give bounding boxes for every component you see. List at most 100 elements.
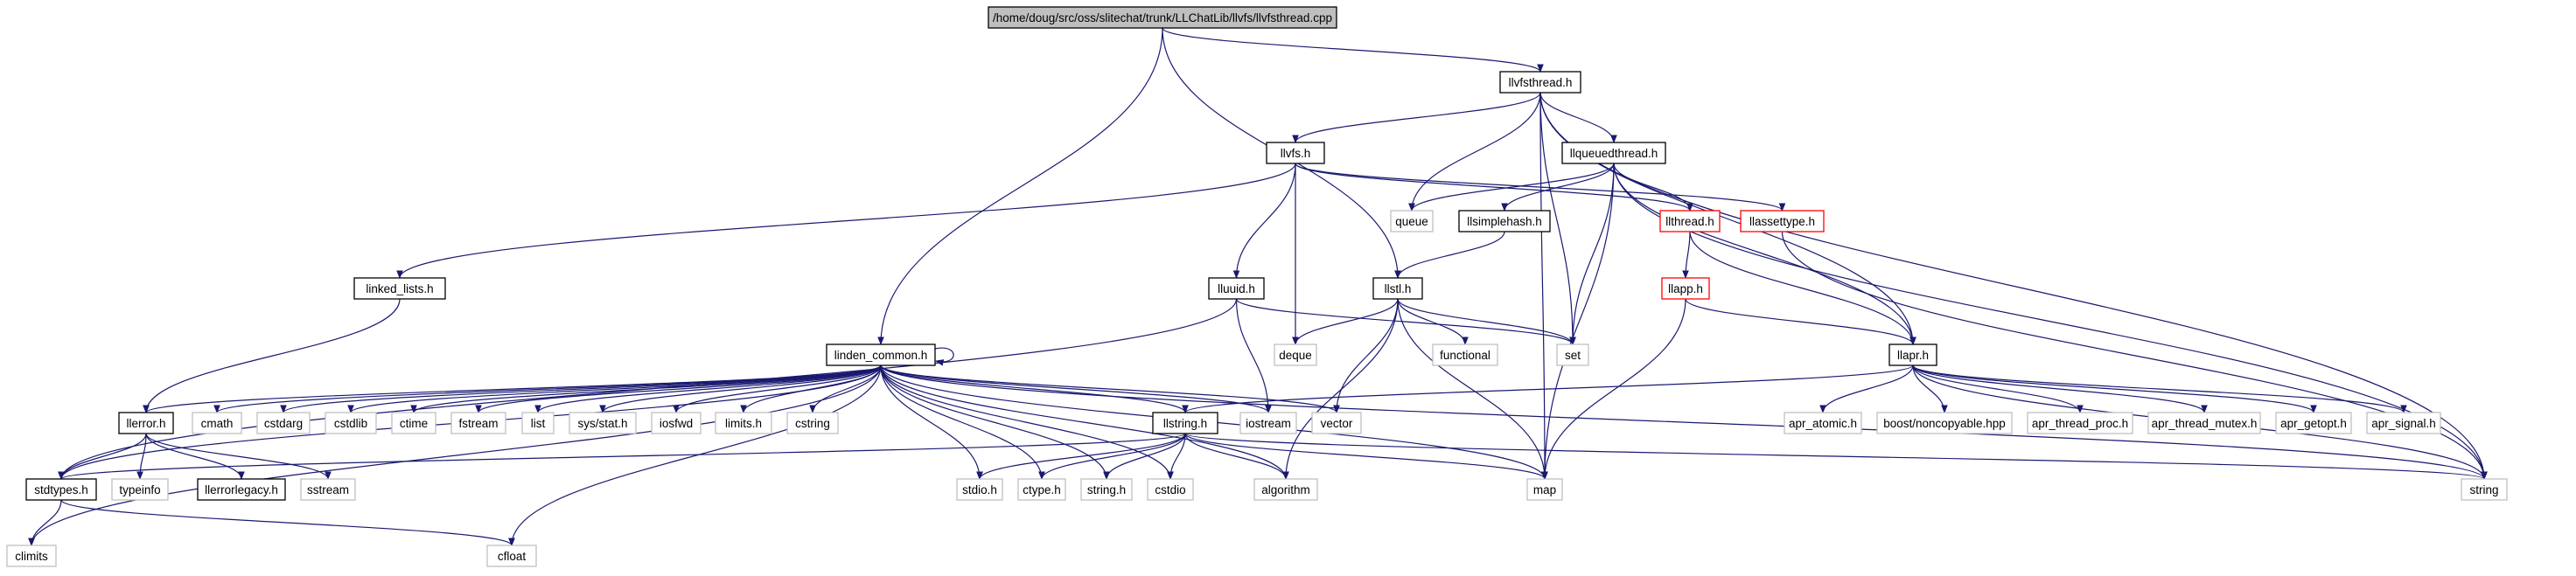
node-label: cstdarg [264,417,303,430]
node-map: map [1526,478,1563,501]
edge-llvfs-to-llthread [1295,163,1693,212]
edge-llapr-to-apr-getopt [1912,364,2317,413]
node-box [2147,412,2261,434]
node-box [1390,210,1434,232]
node-apr-getopt: apr_getopt.h [2275,412,2352,434]
node-llvfs[interactable]: llvfs.h [1266,142,1325,164]
node-label: llqueuedthread.h [1570,147,1658,160]
edge-linden-common-to-fstream [475,364,882,413]
node-label: llapr.h [1897,349,1929,362]
node-label: sstream [307,483,349,496]
node-box [2275,412,2352,434]
edge-llthread-to-llapp [1682,231,1691,279]
edge-llstring-to-string-h [1103,433,1186,480]
node-deque: deque [1274,344,1317,366]
edge-llvfsthread-to-map [1539,92,1548,480]
edge-llqueuedthread-to-llapr [1613,163,1916,345]
edge-llvfs-to-llassettype [1295,163,1786,212]
node-label: sys/stat.h [577,417,627,430]
edge-llstring-to-map [1184,433,1548,480]
edge-llvfs-to-linked-lists [396,163,1296,279]
edge-llvfsthread-to-queue [1408,92,1541,212]
node-box [1208,277,1265,300]
edge-linden-common-to-linden-common [934,347,954,366]
node-box [2461,478,2508,501]
node-llerror[interactable]: llerror.h [118,412,174,434]
node-label: llstl.h [1385,282,1412,295]
node-box [2027,412,2133,434]
node-sstream: sstream [300,478,356,501]
node-linden-common[interactable]: linden_common.h [826,344,936,366]
node-label: iostream [1246,417,1291,430]
node-llthread[interactable]: llthread.h [1659,210,1721,232]
node-box [1499,71,1581,94]
edge-llqueuedthread-to-set [1569,163,1615,345]
node-label: llthread.h [1665,215,1714,228]
node-llapr[interactable]: llapr.h [1888,344,1937,366]
node-llassettype[interactable]: llassettype.h [1740,210,1825,232]
edge-llqueuedthread-to-llthread [1613,163,1693,212]
node-string: string [2461,478,2508,501]
edge-llapr-to-apr-atomic [1819,364,1914,413]
edge-llqueuedthread-to-queue [1408,163,1615,212]
node-apr-signal: apr_signal.h [2366,412,2441,434]
node-llqueuedthread[interactable]: llqueuedthread.h [1561,142,1666,164]
node-label: /home/doug/src/oss/slitechat/trunk/LLCha… [993,11,1332,24]
node-label: string.h [1087,483,1126,496]
node-root[interactable]: /home/doug/src/oss/slitechat/trunk/LLCha… [988,6,1337,29]
node-label: apr_signal.h [2371,417,2436,430]
edge-llerror-to-llerrorlegacy [145,433,245,480]
edge-llstl-to-vector [1333,298,1399,413]
node-box [1311,412,1362,434]
node-box [988,6,1337,29]
node-box [6,545,57,567]
edge-linden-common-to-list [534,364,882,413]
node-box [651,412,702,434]
edge-lluuid-to-set [1235,298,1576,345]
node-box [111,478,169,501]
edge-llapr-to-apr-thread-proc [1912,364,2084,413]
edge-linden-common-to-string [880,364,2488,480]
node-linked-lists[interactable]: linked_lists.h [353,277,446,300]
node-box [192,412,242,434]
node-label: lluuid.h [1218,282,1255,295]
node-label: vector [1321,417,1353,430]
node-box [325,412,377,434]
node-label: queue [1395,215,1428,228]
node-label: string [2469,483,2498,496]
node-label: apr_getopt.h [2280,417,2347,430]
node-box [300,478,356,501]
edge-linden-common-to-climits [28,364,882,546]
edge-llstring-to-algorithm [1184,433,1289,480]
node-label: stdio.h [962,483,997,496]
edge-llqueuedthread-to-llsimplehash [1501,163,1615,212]
node-cstdlib: cstdlib [325,412,377,434]
edge-linden-common-to-string-h [880,364,1110,480]
node-box [450,412,506,434]
edge-linked-lists-to-llerror [143,298,401,413]
node-box [1740,210,1825,232]
node-label: climits [15,550,48,563]
node-box [1274,344,1317,366]
node-box [1253,478,1318,501]
node-llvfsthread[interactable]: llvfsthread.h [1499,71,1581,94]
node-llstl[interactable]: llstl.h [1372,277,1423,300]
edge-llvfsthread-to-llapr [1539,92,1916,345]
node-stdtypes[interactable]: stdtypes.h [25,478,97,501]
node-box [1017,478,1066,501]
edge-linden-common-to-sys-stat [599,364,882,413]
node-llerrorlegacy[interactable]: llerrorlegacy.h [197,478,286,501]
node-box [391,412,436,434]
edge-linden-common-to-vector [880,364,1340,413]
node-box [1080,478,1133,501]
node-lluuid[interactable]: lluuid.h [1208,277,1265,300]
edge-linden-common-to-llerror [143,364,882,413]
node-box [1147,478,1194,501]
node-label: limits.h [725,417,762,430]
edge-llstl-to-functional [1397,298,1469,345]
node-llapp[interactable]: llapp.h [1661,277,1710,300]
edge-llstl-to-deque [1292,298,1399,345]
node-llstring[interactable]: llstring.h [1152,412,1218,434]
node-llsimplehash[interactable]: llsimplehash.h [1458,210,1551,232]
node-box [2366,412,2441,434]
